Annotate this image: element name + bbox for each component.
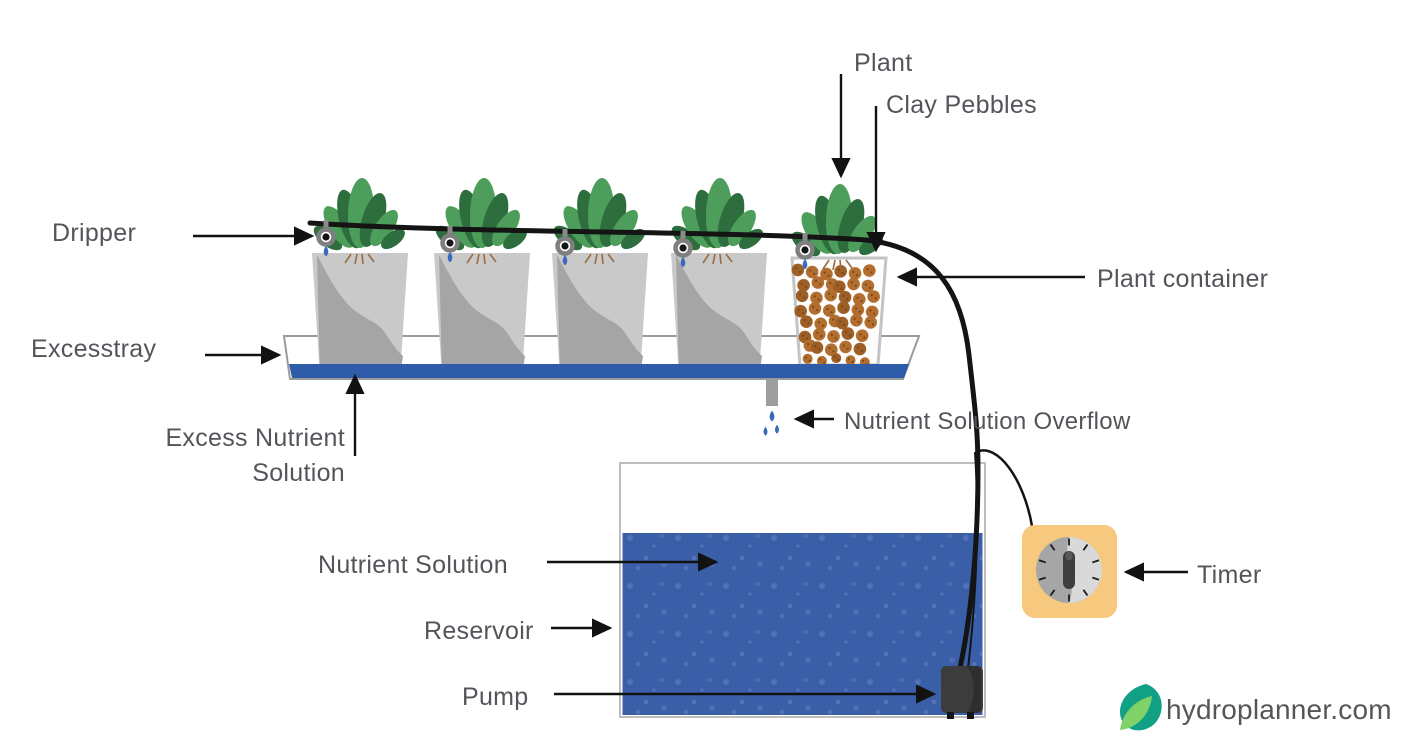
label-timer: Timer — [1197, 561, 1262, 589]
overflow-pipe — [763, 379, 779, 436]
leaf-icon — [1120, 684, 1162, 731]
timer-device — [1022, 525, 1117, 618]
label-excesstray: Excesstray — [31, 335, 157, 363]
label-excess-nutrient-solution: Excess Nutrient Solution — [165, 424, 345, 487]
plant-pot — [312, 253, 408, 376]
label-clay-pebbles: Clay Pebbles — [886, 91, 1037, 119]
drip-tube — [307, 220, 1034, 671]
timer-dial-ticks — [1038, 538, 1100, 602]
timer-knob — [1063, 551, 1075, 589]
plant-pot — [671, 253, 767, 376]
label-nutrient-solution-overflow: Nutrient Solution Overflow — [844, 408, 1131, 435]
label-dripper: Dripper — [52, 219, 137, 247]
label-plant-container: Plant container — [1097, 265, 1269, 293]
annotation-arrows — [193, 74, 1188, 704]
label-plant: Plant — [854, 49, 913, 77]
excess-nutrient-liquid — [289, 364, 909, 378]
reservoir-tank — [619, 462, 986, 718]
clay-pebbles — [791, 263, 880, 368]
timer-wire — [975, 449, 1034, 527]
pump-device — [941, 666, 983, 719]
plant-pot — [552, 253, 648, 376]
label-nutrient-solution: Nutrient Solution — [318, 551, 508, 579]
label-reservoir: Reservoir — [424, 617, 534, 645]
plant-pot — [434, 253, 530, 376]
pump-power-cable — [967, 451, 979, 669]
label-pump: Pump — [462, 683, 529, 711]
plant-pots — [312, 253, 767, 376]
clay-pebble-container — [790, 256, 888, 368]
logo-text: hydroplanner.com — [1166, 694, 1392, 725]
